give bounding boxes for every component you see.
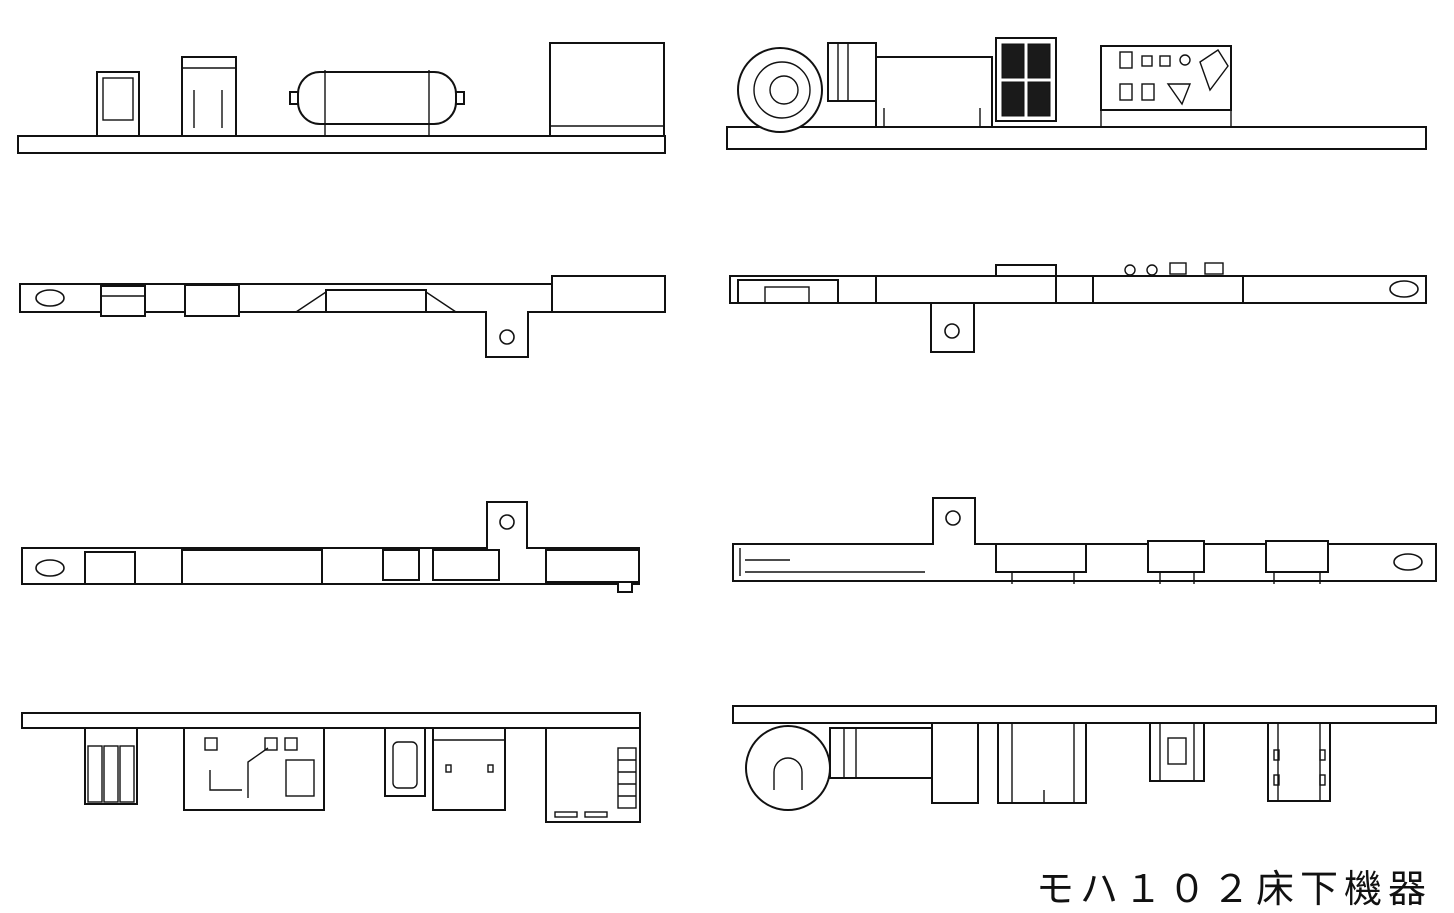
drawing-caption: モハ１０２床下機器	[1035, 867, 1432, 911]
side-view-right-top	[726, 37, 1427, 150]
bottom-view-right-upper	[729, 262, 1427, 353]
side-view-left-bottom	[21, 712, 641, 823]
bottom-view-right-lower	[732, 497, 1437, 584]
bottom-view-left-lower	[21, 501, 640, 593]
bottom-view-left-upper	[19, 275, 666, 358]
side-view-left-top	[17, 42, 666, 154]
side-view-right-bottom	[732, 705, 1437, 811]
